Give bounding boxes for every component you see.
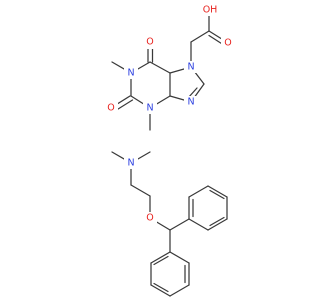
bond xyxy=(190,30,210,43)
bond xyxy=(207,218,228,231)
diphenhydramine-fragment xyxy=(111,151,228,297)
bond xyxy=(149,61,171,74)
bond xyxy=(209,216,225,227)
bond xyxy=(208,34,224,46)
bond xyxy=(169,284,190,297)
bond xyxy=(130,184,151,197)
bond xyxy=(169,218,190,231)
atom-label-n3: N xyxy=(146,103,153,114)
atom-label-o-carbonyl: O xyxy=(224,38,231,49)
bond xyxy=(207,185,228,198)
atom-label-n7: N xyxy=(187,97,194,108)
bond xyxy=(150,251,171,264)
bond xyxy=(188,218,209,231)
atom-label-n1: N xyxy=(127,68,134,79)
atom-label-n9: N xyxy=(187,62,194,73)
molecule-drawing: O N O N N N OH O N O xyxy=(104,4,235,297)
bond xyxy=(150,284,171,297)
bond xyxy=(188,185,209,198)
atom-label-o6: O xyxy=(146,37,153,48)
phenyl-ring-1 xyxy=(188,185,228,231)
bond xyxy=(153,255,169,266)
atom-label-n-dimethyl: N xyxy=(127,158,134,169)
atom-label-o-ether: O xyxy=(146,213,153,224)
phenyl-ring-2 xyxy=(150,251,190,297)
bond xyxy=(169,251,190,264)
bond xyxy=(209,189,225,200)
structure-svg: O N O N N N OH O N O xyxy=(104,4,235,297)
atom-label-o2: O xyxy=(107,103,114,114)
bond xyxy=(153,282,169,293)
atom-labels: O N O N N N OH O N O xyxy=(104,4,235,224)
atom-label-oh: OH xyxy=(203,5,218,16)
bond xyxy=(115,99,134,111)
